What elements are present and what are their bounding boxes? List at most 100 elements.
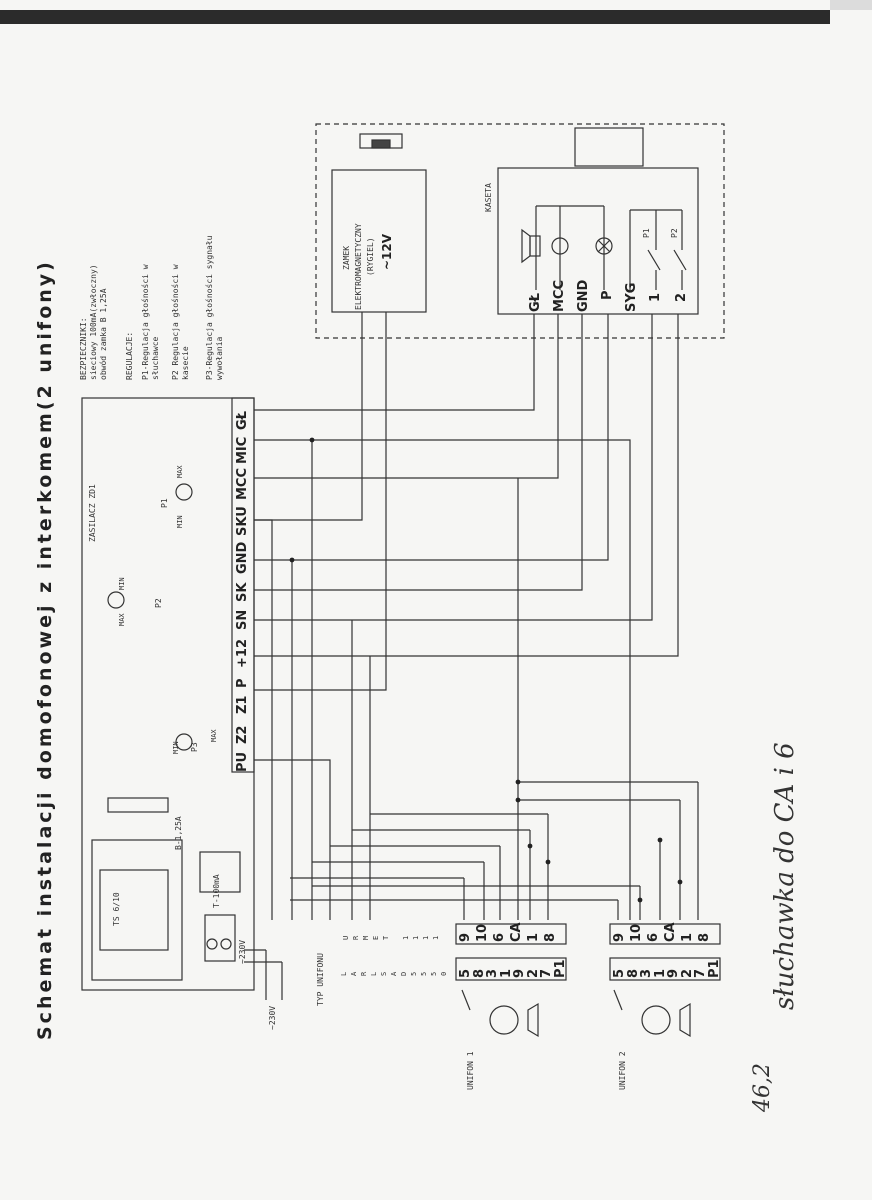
type-col2-pin: 1 [402, 935, 410, 940]
type-col2-pin: 1 [412, 935, 420, 940]
unifon1-label: UNIFON 1 [466, 1051, 475, 1090]
lock-line2: ELEKTROMAGNETYCZNY [354, 223, 363, 310]
h1-bot-pin: 5 [458, 968, 473, 978]
panel-terminal-p: P [600, 290, 615, 300]
mains-fuse-holder [199, 851, 241, 893]
lock-line3: (RYGIEL) [366, 237, 375, 276]
h1-top-pin: 6 [492, 932, 507, 942]
h1-top-pin: 9 [458, 932, 473, 942]
h2-bot-pin: 3 [639, 968, 654, 978]
mains-socket [204, 914, 236, 962]
handwritten-number: 46,2 [750, 1063, 775, 1112]
handset-type-label: TYP UNIFONU [316, 953, 325, 1006]
mains-fuse-label: T-100mA [212, 874, 221, 908]
panel-button-p1: P1 [642, 228, 651, 238]
type-col1-pin: 5 [430, 971, 438, 976]
panel-terminal-2: 2 [674, 292, 689, 302]
h1-bot-pin: 3 [485, 968, 500, 978]
h1-top-pin: CA [509, 922, 524, 942]
panel-terminal-1: 1 [648, 292, 663, 302]
type-col1-pin: 0 [440, 971, 448, 976]
door-area-dashed [315, 123, 725, 339]
type-col2-pin: M [362, 935, 370, 940]
terminal-pu: PU [235, 751, 250, 772]
pot-p1-min: MIN [176, 515, 184, 528]
h2-bot-pin: 5 [612, 968, 627, 978]
type-col1-pin: A [350, 971, 358, 976]
scan-top-corner [830, 0, 872, 10]
handset2-top-row [609, 923, 721, 945]
pot-p3-min: MIN [172, 741, 180, 754]
h1-bot-pin: 9 [512, 968, 527, 978]
adjust-heading: REGULACJE: [125, 331, 134, 380]
type-col2-pin: 1 [422, 935, 430, 940]
type-col2-pin: T [382, 935, 390, 940]
pot-p2-min: MIN [118, 577, 126, 590]
mains-in-label: ~230V [238, 939, 247, 964]
pot-p1-max: MAX [176, 465, 184, 478]
type-col1-pin: L [340, 971, 348, 976]
h2-bot-pin: 7 [693, 968, 708, 978]
unifon2-label: UNIFON 2 [618, 1051, 627, 1090]
h1-top-pin: 8 [543, 932, 558, 942]
h1-top-pin: 10 [475, 923, 490, 942]
terminal-sk: SK [235, 582, 250, 602]
type-col1-pin: A [390, 971, 398, 976]
h1-bot-pin: P1 [552, 959, 568, 978]
handset1-top-row [455, 923, 567, 945]
type-col2-pin: E [372, 935, 380, 940]
adjust-p1-b: słuchawce [151, 336, 160, 380]
transformer-outer [91, 839, 183, 981]
page-title: Schemat instalacji domofonowej z interko… [34, 259, 56, 1040]
panel-terminal-mcc: MCC [552, 279, 567, 312]
lock-box [331, 169, 427, 313]
h2-top-pin: 10 [629, 923, 644, 942]
pot-p3-max: MAX [210, 729, 218, 742]
h1-bot-pin: 7 [539, 968, 554, 978]
panel-terminal-gl: GŁ [528, 292, 543, 312]
h2-bot-pin: 9 [666, 968, 681, 978]
lock-voltage: ~12V [380, 233, 394, 270]
h2-top-pin: 6 [646, 932, 661, 942]
h2-top-pin: CA [663, 922, 678, 942]
type-col1-pin: S [380, 971, 388, 976]
h2-top-pin: 1 [680, 932, 695, 942]
terminal-mic: MIC [235, 436, 250, 464]
type-col1-pin: 5 [420, 971, 428, 976]
lock-fuse-label: B-1,25A [174, 816, 183, 850]
terminal-12: +12 [235, 639, 250, 668]
pot-p3-label: P3 [190, 742, 199, 752]
lock-fuse [107, 797, 169, 813]
type-col2-pin: R [352, 935, 360, 940]
terminal-z1: Z1 [235, 695, 250, 714]
handset2-speaker [641, 1005, 671, 1035]
pot-p3 [175, 733, 193, 751]
h2-top-pin: 9 [612, 932, 627, 942]
scan-top-border [0, 10, 830, 24]
type-col1-pin: 5 [410, 971, 418, 976]
lock-line1: ZAMEK [342, 245, 351, 270]
panel-label: KASETA [484, 183, 493, 212]
entry-panel-box [497, 167, 699, 315]
terminal-z2: Z2 [235, 725, 250, 744]
h1-top-pin: 1 [526, 932, 541, 942]
h2-bot-pin: P1 [706, 959, 722, 978]
h2-top-pin: 8 [697, 932, 712, 942]
entry-panel-icon [574, 127, 644, 167]
terminal-gnd: GND [235, 541, 250, 574]
type-col1-pin: D [400, 971, 408, 976]
adjust-p3-b: wywołania [215, 336, 224, 380]
transformer-label: TS 6/10 [112, 892, 121, 926]
handset2-bottom-row [609, 957, 721, 981]
terminal-mcc: MCC [235, 467, 250, 500]
power-terminal-strip [231, 397, 255, 773]
handset1-speaker [489, 1005, 519, 1035]
pot-p2-label: P2 [154, 598, 163, 608]
pot-p1-label: P1 [160, 498, 169, 508]
pot-p2-max: MAX [118, 613, 126, 626]
type-col2-pin: U [342, 935, 350, 940]
mains-out-label: ~230V [268, 1005, 277, 1030]
transformer-inner [99, 869, 169, 951]
adjust-p2-b: kasecie [181, 346, 190, 380]
